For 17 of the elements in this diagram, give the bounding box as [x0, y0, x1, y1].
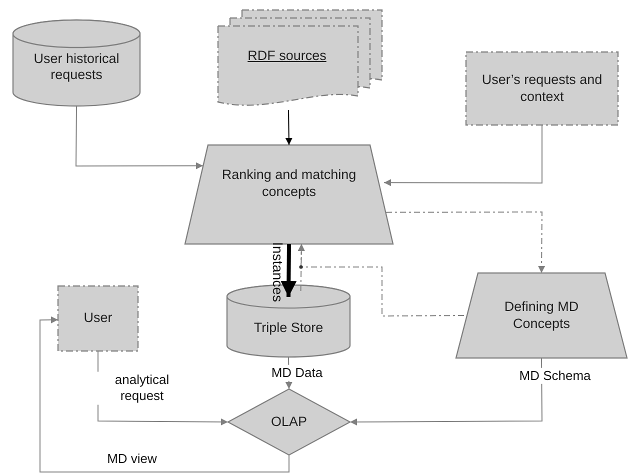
- arrow: [350, 358, 542, 426]
- thick-arrow: [280, 244, 297, 298]
- edge-label: Instances: [268, 242, 286, 302]
- arrow: [40, 316, 290, 472]
- node-label: User: [84, 310, 112, 327]
- arrow: [76, 106, 204, 170]
- node-label: User historical requests: [32, 50, 120, 84]
- arrow: [384, 124, 542, 186]
- node-label: Triple Store: [254, 320, 324, 336]
- node-label: OLAP: [270, 414, 308, 430]
- node-label: User’s requests and context: [480, 72, 604, 105]
- link-text: RDF sources: [248, 48, 326, 64]
- node-label: Ranking and matching concepts: [220, 167, 358, 200]
- arrow: [285, 110, 292, 146]
- arrow: [386, 212, 546, 274]
- arrow: [298, 244, 464, 316]
- node-label: Defining MD Concepts: [503, 299, 580, 332]
